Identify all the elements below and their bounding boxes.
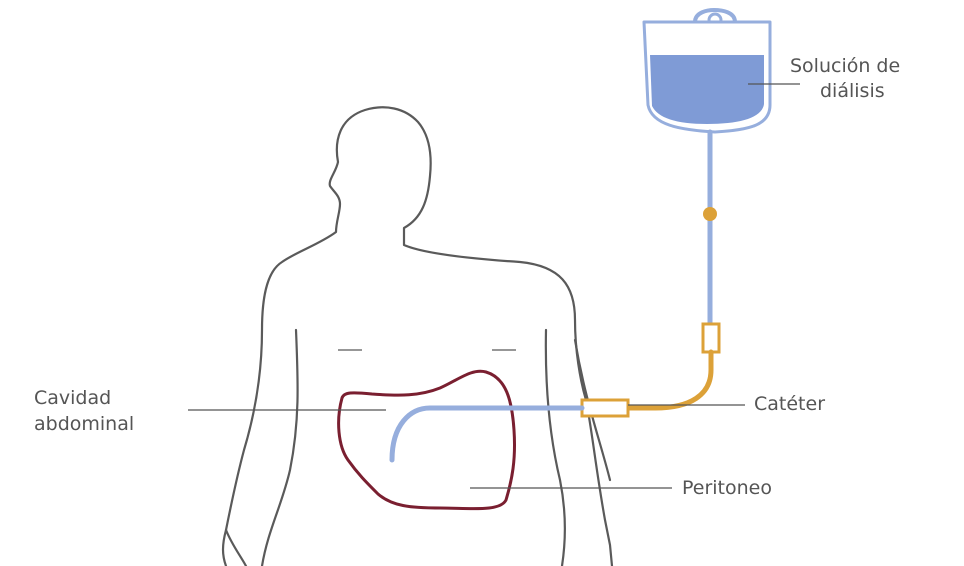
catheter-label: Catéter <box>754 393 825 415</box>
left-hand-outline <box>226 530 246 566</box>
catheter-connector-lower <box>582 400 628 416</box>
solution-label-line2: diálisis <box>820 80 885 102</box>
cavity-label-line1: Cavidad <box>34 387 111 409</box>
peritoneum-label: Peritoneo <box>682 477 772 499</box>
catheter-tube <box>628 352 711 408</box>
dialysis-solution-fill <box>650 55 764 124</box>
solution-label-line1: Solución de <box>790 55 900 77</box>
cavity-label-line2: abdominal <box>34 413 134 435</box>
tube-clamp <box>703 207 717 221</box>
tube-connector-upper <box>703 324 719 352</box>
right-arm-inner-line <box>546 330 565 566</box>
left-arm-inner-line <box>262 330 298 566</box>
